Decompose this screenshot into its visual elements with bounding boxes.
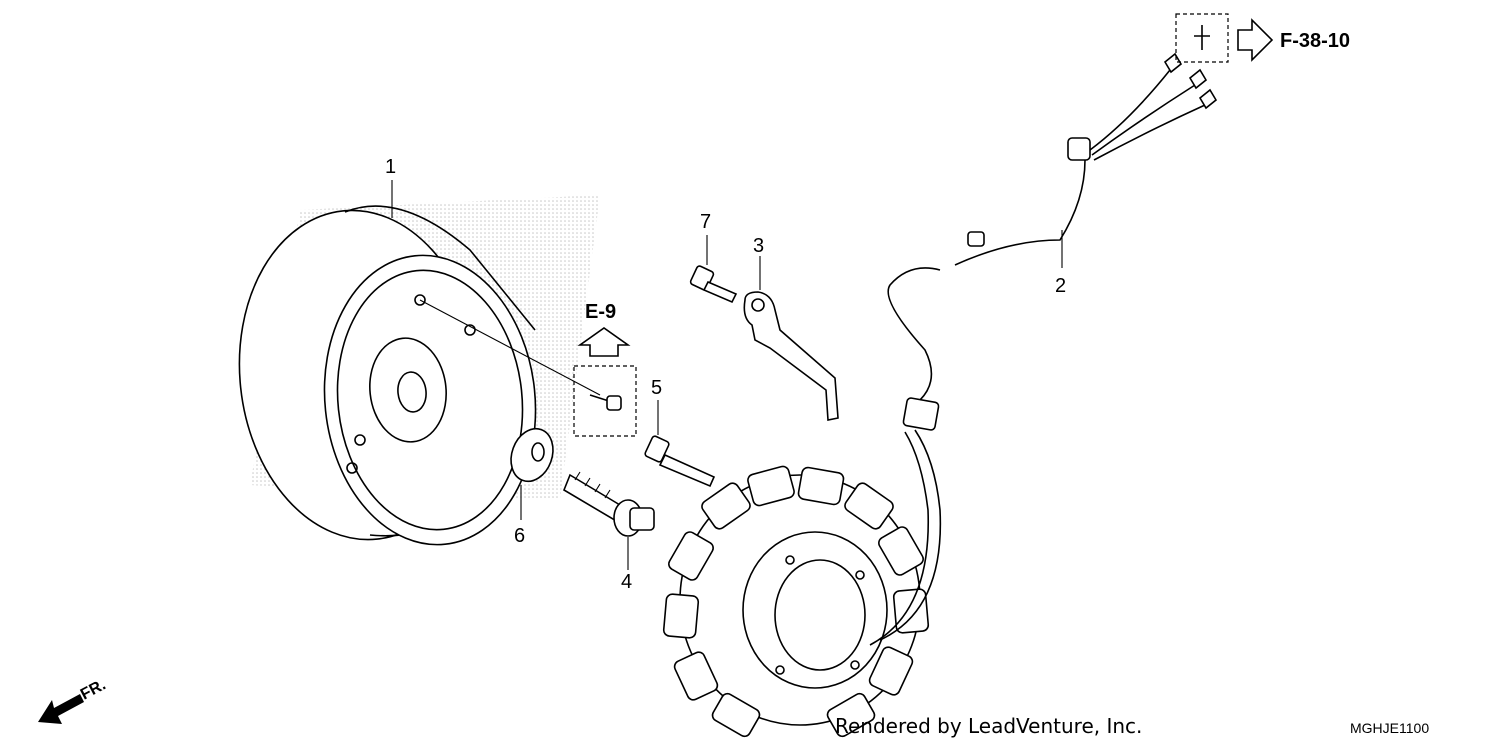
harness-lower xyxy=(879,429,942,641)
harness-terminal xyxy=(1163,52,1183,74)
flywheel-hole xyxy=(346,462,358,474)
front-direction-indicator: FR. xyxy=(38,676,109,724)
bracket[interactable] xyxy=(743,291,839,421)
clamp-bolt-shank xyxy=(702,280,738,304)
callout-5[interactable]: 5 xyxy=(651,377,662,399)
stator-assembly[interactable] xyxy=(662,52,1218,738)
callout-1[interactable]: 1 xyxy=(385,156,396,178)
stator-bolt[interactable] xyxy=(644,435,716,488)
harness-mid xyxy=(887,267,941,401)
f38-label[interactable]: F-38-10 xyxy=(1280,30,1350,52)
flywheel-rim-top xyxy=(344,205,536,331)
flywheel-hole xyxy=(464,324,476,336)
stator-hole xyxy=(785,555,795,565)
flywheel[interactable] xyxy=(223,195,601,555)
harness-clip xyxy=(1067,137,1091,161)
e9-label[interactable]: E-9 xyxy=(585,301,616,323)
e9-reference[interactable]: E-9 xyxy=(573,301,637,437)
harness-grommet xyxy=(902,397,940,431)
callout-2[interactable]: 2 xyxy=(1055,275,1066,297)
callout-3[interactable]: 3 xyxy=(753,235,764,257)
stator-hole xyxy=(775,665,785,675)
flywheel-face-inner xyxy=(336,269,524,531)
flange-bolt-head xyxy=(629,507,655,531)
stator-bolt-shank xyxy=(658,453,716,488)
harness-clip xyxy=(967,231,985,247)
stator-core xyxy=(742,531,888,689)
flywheel-leader-line xyxy=(419,299,601,396)
flywheel-hole xyxy=(354,434,366,446)
render-credit: Rendered by LeadVenture, Inc. xyxy=(835,714,1142,738)
flange-bolt[interactable] xyxy=(563,471,655,537)
front-arrow-icon xyxy=(38,694,84,724)
washer[interactable] xyxy=(504,423,560,487)
clamp-bolt[interactable] xyxy=(689,265,738,304)
harness-wire xyxy=(1089,69,1171,151)
flywheel-hub xyxy=(369,337,447,443)
harness-wire xyxy=(1093,104,1206,161)
callout-7[interactable]: 7 xyxy=(700,211,711,233)
harness-lower-edge xyxy=(869,431,930,646)
harness-terminal xyxy=(1198,88,1218,110)
stator-coils xyxy=(662,465,930,738)
up-arrow-icon xyxy=(577,327,631,357)
harness-upper xyxy=(954,159,1086,266)
bracket-hole xyxy=(751,298,765,312)
flywheel-hub-bore xyxy=(397,371,427,413)
callout-4[interactable]: 4 xyxy=(621,571,632,593)
flywheel-hole xyxy=(414,294,426,306)
f38-dashed-box xyxy=(1175,13,1229,63)
flange-bolt-thread xyxy=(574,471,611,499)
harness-wire xyxy=(1091,84,1196,156)
right-arrow-icon xyxy=(1237,18,1274,62)
stator-bore xyxy=(774,559,866,671)
stator-hole xyxy=(855,570,865,580)
bracket-body xyxy=(743,291,839,421)
e9-dashed-box xyxy=(573,365,637,437)
diagram-code: MGHJE1100 xyxy=(1350,720,1429,736)
stator-hole xyxy=(850,660,860,670)
harness-terminal xyxy=(1188,68,1208,90)
callout-6[interactable]: 6 xyxy=(514,525,525,547)
washer-hole xyxy=(531,442,545,462)
f38-fastener xyxy=(1194,25,1210,50)
stator-bolt-head xyxy=(644,435,670,463)
e9-bolt-head xyxy=(606,395,622,411)
f38-reference[interactable]: F-38-10 xyxy=(1175,13,1350,63)
